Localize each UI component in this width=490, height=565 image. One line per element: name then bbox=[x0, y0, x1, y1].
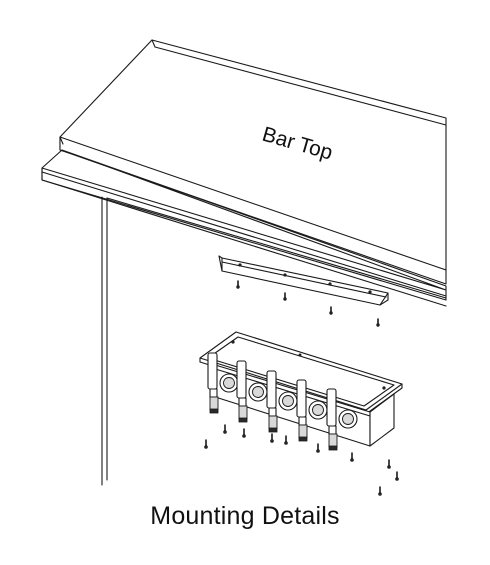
screw-icon bbox=[395, 471, 399, 481]
bracket-screws bbox=[236, 280, 380, 327]
screw-icon bbox=[223, 424, 227, 434]
faucet-2 bbox=[236, 360, 268, 423]
screw-icon bbox=[350, 452, 354, 462]
screw-icon bbox=[283, 292, 287, 301]
faucet-1 bbox=[207, 352, 239, 414]
mounting-bracket bbox=[218, 255, 389, 306]
screw-icon bbox=[329, 306, 333, 315]
caption: Mounting Details bbox=[150, 502, 340, 530]
faucet-3 bbox=[266, 370, 298, 433]
screw-icon bbox=[242, 428, 246, 438]
screw-icon bbox=[204, 439, 208, 449]
screw-icon bbox=[236, 280, 240, 289]
bar-top bbox=[41, 39, 447, 307]
bar-front-wall bbox=[101, 196, 447, 486]
screw-icon bbox=[378, 486, 382, 496]
screw-icon bbox=[284, 435, 288, 445]
screw-icon bbox=[387, 459, 391, 469]
faucet-5 bbox=[326, 388, 358, 451]
faucets bbox=[207, 352, 358, 451]
screw-icon bbox=[316, 443, 320, 453]
faucet-4 bbox=[296, 379, 328, 442]
screw-icon bbox=[376, 318, 380, 327]
screw-icon bbox=[270, 433, 274, 443]
tap-box-screws bbox=[204, 424, 399, 496]
